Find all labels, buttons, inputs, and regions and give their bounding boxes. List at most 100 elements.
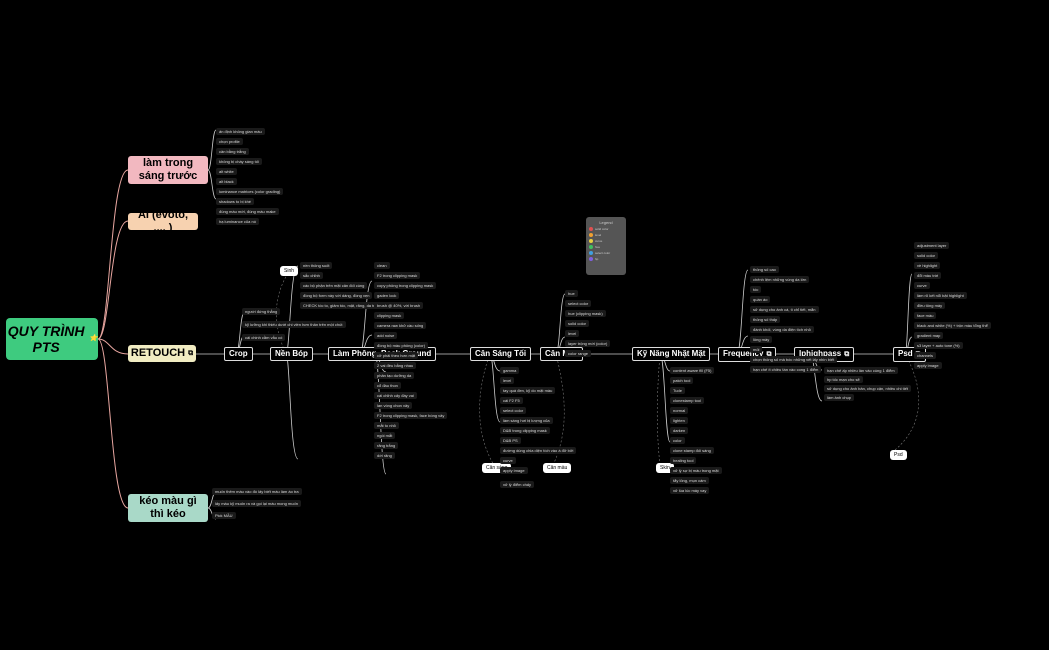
leaf-xu-ly-diem[interactable]: xử lý điểm chấy [500,481,535,488]
leaf-iphighpass-0[interactable]: hạn chế ấp nhiều lần vào cùng 1 điểm [824,367,898,374]
leaf-lamphong-13[interactable]: cái chỉnh cấy đầy vai [374,392,417,399]
leaf-kynang-7[interactable]: color [670,437,685,444]
leaf-psd-10[interactable]: s3 layer + auto tone (%) [914,342,963,349]
external-link-icon[interactable]: ⧉ [188,350,194,357]
tag-psd[interactable]: Psd [890,450,907,460]
branch-keo-mau[interactable]: kéo màu gì thì kéo [128,494,208,522]
tag-skin[interactable]: Skin [656,463,674,473]
leaf-psd-9[interactable]: gradient map [914,332,944,339]
leaf-frequency-6[interactable]: đánh khối, vùng da điện tích nhỏ [750,326,814,333]
external-link-icon[interactable]: ⧉ [766,351,772,358]
leaf-frequency-3[interactable]: quần áo [750,296,771,303]
leaf-frequency-8[interactable]: môi [750,346,763,353]
stage-can-sang-toi[interactable]: Cân Sáng Tối [470,347,532,361]
leaf-canmau-4[interactable]: level [565,330,580,337]
branch-lam-trong-sang[interactable]: làm trong sáng trước [128,156,208,184]
leaf-keo-1[interactable]: lấy màu kỹ muốn ra và gọi lại màu mong m… [212,500,301,507]
leaf-lamphong-16[interactable]: mắt to nhỏ [374,422,399,429]
leaf-kynang-6[interactable]: darken [670,427,689,434]
leaf-kynang-2[interactable]: Tude [670,387,685,394]
branch-retouch[interactable]: RETOUCH⧉ [128,345,196,362]
leaf-cansang-10[interactable]: apply image [500,467,528,474]
leaf-lamphong-5[interactable]: clipping mask [374,312,405,319]
leaf-psd-12[interactable]: apply image [914,362,942,369]
tag-sinh[interactable]: Sinh [280,266,299,276]
leaf-kynang-9[interactable]: healing tool [670,457,697,464]
leaf-kynang-5[interactable]: lighten [670,417,688,424]
leaf-lamphong-12[interactable]: cổ đầu thon [374,382,401,389]
leaf-nenbop-0[interactable]: nền thông suốt [300,262,333,269]
leaf-frequency-0[interactable]: thông số cao [750,266,779,273]
stage-ky-nang[interactable]: Kỹ Năng Nhặt Mặt [632,347,711,361]
leaf-iphighpass-2[interactable]: sử dụng cho ảnh bản, chụp cận, nhiều chi… [824,385,911,392]
leaf-nenbop-2[interactable]: các bộ phận trên mặt cân đối cùng [300,282,368,289]
leaf-canmau-2[interactable]: hue (clipping mask) [565,310,606,317]
leaf-keo-0[interactable]: muốn thêm màu vào đó lấy biết màu làm áo… [212,488,302,495]
leaf-cansang-6[interactable]: D&B trong clipping mask [500,427,550,434]
leaf-lamphong-14[interactable]: lan vòng chon vây [374,402,413,409]
leaf-kynang-8[interactable]: clone stamp đối sáng [670,447,714,454]
leaf-cansang-5[interactable]: làm sáng hơi bị lượng của [500,417,553,424]
leaf-canmau-0[interactable]: hue [565,290,578,297]
leaf-cansang-0[interactable]: gamma [500,367,520,374]
stage-crop[interactable]: Crop [224,347,253,361]
leaf-canmau-6[interactable]: color range [565,350,592,357]
leaf-frequency-10[interactable]: hạn chế ít chiều tần vào cong 1 điểm [750,366,822,373]
leaf-kynang-1[interactable]: patch tool [670,377,694,384]
leaf-lamphong-1[interactable]: F2 trong clipping mask [374,272,421,279]
leaf-canmau-5[interactable]: layer trộng mới (color) [565,340,611,347]
leaf-frequency-2[interactable]: tóc [750,286,762,293]
leaf-lam-1[interactable]: chọn profile [216,138,243,145]
leaf-lam-4[interactable]: alt white [216,168,237,175]
leaf-lam-0[interactable]: ấn định không gian màu [216,128,265,135]
leaf-lamphong-9[interactable]: cỡ phải theo hơn mặt [374,352,419,359]
leaf-lam-6[interactable]: luminance matrices (color grading) [216,188,284,195]
leaf-canmau-1[interactable]: select color [565,300,592,307]
leaf-lamphong-0[interactable]: clean [374,262,390,269]
leaf-lamphong-2[interactable]: copy phông trong clipping mask [374,282,437,289]
leaf-psd-7[interactable]: face màu [914,312,937,319]
leaf-cansang-3[interactable]: cái F2 F5 [500,397,523,404]
leaf-cansang-9[interactable]: curve [500,457,516,464]
leaf-frequency-1[interactable]: chênh lệm những vùng da lớn [750,276,810,283]
leaf-crop-1[interactable]: kỹ lưỡng khi thiếu dưới chi viền hơn thâ… [242,321,346,328]
tag-can-sang[interactable]: Cân sáng [482,463,512,473]
leaf-cansang-4[interactable]: select color [500,407,527,414]
leaf-psd-6[interactable]: điều tông máy [914,302,946,309]
leaf-kynang-4[interactable]: normal [670,407,689,414]
leaf-psd-5[interactable]: làm rõ kết nổi bật highlight [914,292,967,299]
leaf-canmau-3[interactable]: solid color [565,320,590,327]
external-link-icon[interactable]: ⧉ [844,351,850,358]
leaf-nenbop-3[interactable]: đồng bộ form này với dáng, đồng vẹn [300,292,373,299]
leaf-cansang-2[interactable]: tay quá đen, kỹ do mặt màu [500,387,556,394]
leaf-nenbop-4[interactable]: CHECK tóc to, giảm tóc, mặt, răng, da tr… [300,302,390,309]
leaf-frequency-7[interactable]: lông mày [750,336,773,343]
leaf-cansang-1[interactable]: level [500,377,515,384]
leaf-lamphong-4[interactable]: brush @ 40%, với brush [374,302,424,309]
leaf-frequency-9[interactable]: chọn thông số mà bóc những vết lấy nhìn … [750,356,838,363]
leaf-lamphong-8[interactable]: đồng bộ màu phông (color) [374,342,429,349]
leaf-crop-2[interactable]: cái chinh cằm vẫu có [242,334,286,341]
leaf-lamphong-17[interactable]: ngòi mắt [374,432,396,439]
leaf-kynang-0[interactable]: content aware fill (F5) [670,367,715,374]
leaf-lam-5[interactable]: alt black [216,178,237,185]
leaf-psd-11[interactable]: channels [914,352,937,359]
leaf-lam-8[interactable]: đúng màu mới, đúng màu make [216,208,279,215]
leaf-lamphong-7[interactable]: add noise [374,332,398,339]
leaf-cansang-7[interactable]: D&B PS [500,437,521,444]
leaf-lamphong-19[interactable]: dời răng [374,452,395,459]
leaf-iphighpass-1[interactable]: hp tốc mạn cho sẽ [824,376,863,383]
leaf-psd-3[interactable]: đổi màu trời [914,272,942,279]
branch-ai[interactable]: AI (evoto, .... ) [128,209,198,234]
leaf-cansang-8[interactable]: đường dùng chia diện tích vào à đỡ bởi [500,447,577,454]
leaf-lamphong-15[interactable]: F2 trong clipping mask, face bóng vây [374,412,448,419]
leaf-kynang-11[interactable]: tẩy lông, mụn cám [670,477,709,484]
leaf-lam-3[interactable]: không bị cháy sáng tối [216,158,262,165]
leaf-keo-2[interactable]: Pick MẦU [212,512,236,519]
leaf-psd-1[interactable]: solid color [914,252,939,259]
leaf-lam-9[interactable]: hạ luminance của nó [216,218,259,225]
leaf-lam-7[interactable]: shadows to bị khé [216,198,255,205]
leaf-crop-0[interactable]: người đứng thẳng [242,308,281,315]
root-node[interactable]: QUY TRÌNH PTS⭐ [6,318,98,360]
leaf-lamphong-6[interactable]: camera raw khử cầu sống [374,322,427,329]
